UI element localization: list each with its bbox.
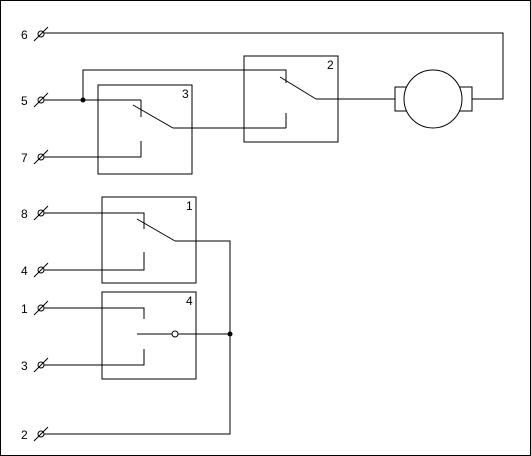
wire-8 (44, 212, 145, 229)
svg-text:1: 1 (21, 302, 28, 316)
wire-5-relay2 (82, 69, 287, 100)
svg-text:3: 3 (21, 359, 28, 373)
wire-7 (44, 141, 142, 158)
svg-text:1: 1 (186, 199, 193, 213)
svg-text:4: 4 (21, 264, 28, 278)
terminal-8: 8 (21, 205, 49, 221)
relay-1: 1 (101, 196, 197, 284)
terminal-2: 2 (21, 426, 49, 442)
svg-text:5: 5 (21, 94, 28, 108)
svg-text:4: 4 (186, 294, 193, 308)
relay-3: 3 (97, 84, 193, 175)
svg-text:2: 2 (21, 428, 28, 442)
wire-1 (44, 307, 145, 319)
svg-text:3: 3 (182, 87, 189, 101)
terminal-4: 4 (21, 262, 49, 278)
terminal-6: 6 (21, 26, 49, 42)
svg-text:8: 8 (21, 207, 28, 221)
junction-2 (227, 331, 233, 337)
wire-3 (44, 349, 145, 366)
terminal-3: 3 (21, 357, 49, 373)
svg-text:6: 6 (21, 28, 28, 42)
wire-4 (44, 252, 145, 271)
terminal-5: 5 (21, 92, 49, 108)
wire-6-motor (44, 32, 504, 100)
motor-icon (394, 69, 473, 129)
svg-text:2: 2 (327, 58, 334, 72)
terminal-1: 1 (21, 300, 49, 316)
terminal-7: 7 (21, 149, 49, 165)
relay-4: 4 (101, 291, 197, 380)
svg-text:7: 7 (21, 151, 28, 165)
